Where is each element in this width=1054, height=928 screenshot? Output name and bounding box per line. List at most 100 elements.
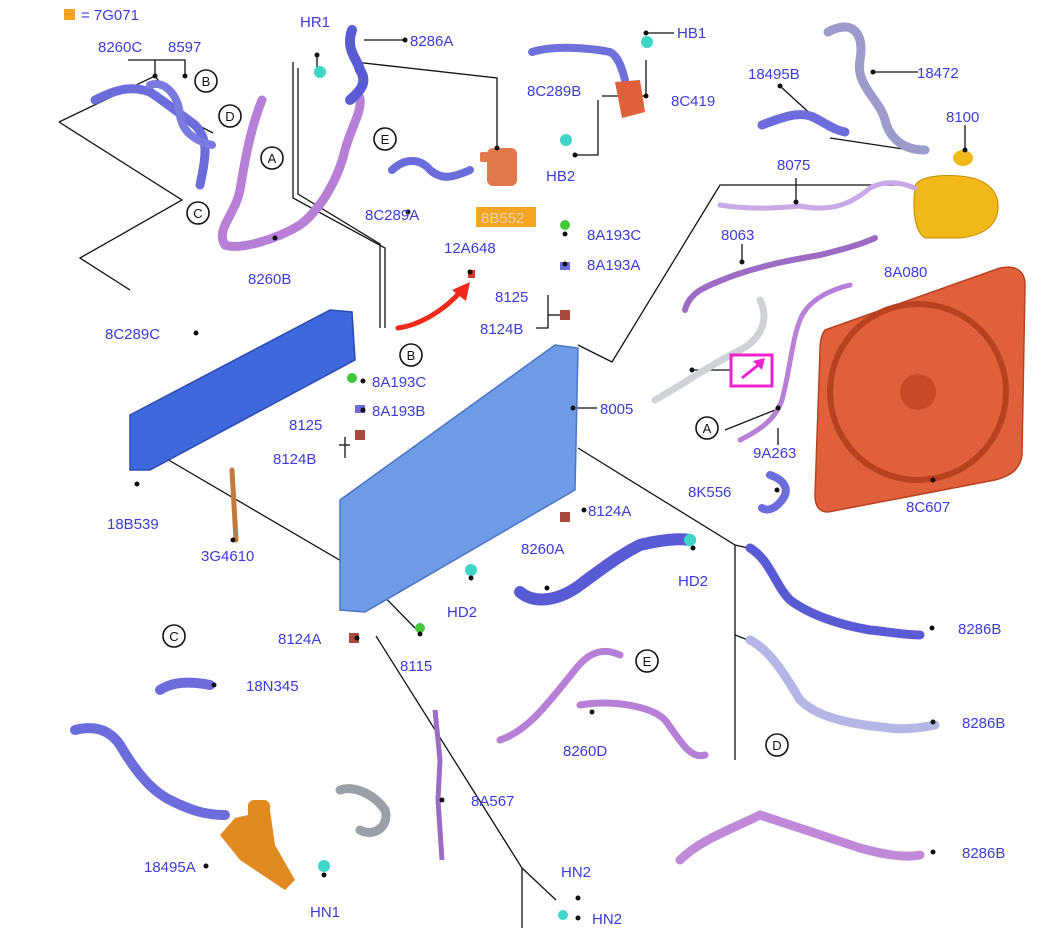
callout-B-top: B xyxy=(194,69,218,93)
part-hose-8286B-1 xyxy=(745,543,925,640)
part-3G4610 xyxy=(229,467,239,543)
label-8A193C-2: 8A193C xyxy=(372,374,426,391)
svg-text:C: C xyxy=(169,629,178,644)
label-8C289A: 8C289A xyxy=(365,207,419,224)
label-8260D: 8260D xyxy=(563,743,607,760)
label-8A193B: 8A193B xyxy=(372,403,425,420)
part-condenser xyxy=(129,309,356,471)
part-fan-shroud-8C607 xyxy=(814,266,1026,513)
label-18472: 18472 xyxy=(917,65,959,82)
label-8597: 8597 xyxy=(168,39,201,56)
label-8260A: 8260A xyxy=(521,541,564,558)
legend: = 7G071 xyxy=(64,7,139,24)
label-8063: 8063 xyxy=(721,227,754,244)
label-8286A: 8286A xyxy=(410,33,453,50)
label-HN2-1: HN2 xyxy=(561,864,591,881)
part-labels: 8260C 8597 HR1 8286A HB1 8C289B 8C419 HB… xyxy=(98,14,1005,928)
label-18B539: 18B539 xyxy=(107,516,159,533)
label-HD2-1: HD2 xyxy=(447,604,477,621)
callout-circles: B D A C E B A C E D xyxy=(162,69,789,757)
svg-text:B: B xyxy=(202,74,211,89)
label-HR1: HR1 xyxy=(300,14,330,31)
label-8K556: 8K556 xyxy=(688,484,731,501)
part-8C419 xyxy=(615,80,645,118)
red-arrow-icon xyxy=(395,282,470,331)
label-9A263: 9A263 xyxy=(753,445,796,462)
svg-text:D: D xyxy=(772,738,781,753)
part-hose-18N345 xyxy=(70,677,230,820)
part-8A567 xyxy=(335,709,445,861)
part-hose-9A263 xyxy=(737,282,853,443)
label-8124A-2: 8124A xyxy=(278,631,321,648)
part-18495A xyxy=(220,800,295,890)
part-hose-8C289A xyxy=(388,157,474,181)
part-hose-8260D xyxy=(496,647,709,760)
part-hose-8075 xyxy=(717,180,918,211)
svg-text:D: D xyxy=(225,109,234,124)
label-8A567: 8A567 xyxy=(471,793,514,810)
part-hose-8260B xyxy=(217,93,365,251)
label-8A193A: 8A193A xyxy=(587,257,640,274)
label-HN2-2: HN2 xyxy=(592,911,622,928)
svg-text:A: A xyxy=(703,421,712,436)
callout-A-mid: A xyxy=(695,416,719,440)
label-8286B-3: 8286B xyxy=(962,845,1005,862)
part-hose-8286B-3 xyxy=(675,810,925,865)
label-8286B-2: 8286B xyxy=(962,715,1005,732)
part-hose-8260A xyxy=(514,533,696,606)
part-hose-gray xyxy=(651,296,768,404)
label-8125-1: 8125 xyxy=(495,289,528,306)
label-8125-2: 8125 xyxy=(289,417,322,434)
label-8C289C: 8C289C xyxy=(105,326,160,343)
svg-text:E: E xyxy=(381,132,390,147)
clips xyxy=(314,36,696,920)
label-8C607: 8C607 xyxy=(906,499,950,516)
label-8A193C-1: 8A193C xyxy=(587,227,641,244)
leader-lines xyxy=(58,32,966,928)
legend-text: = 7G071 xyxy=(81,7,139,24)
label-18495A: 18495A xyxy=(144,859,196,876)
leader-dots xyxy=(134,30,968,921)
label-3G4610: 3G4610 xyxy=(201,548,254,565)
label-8C419: 8C419 xyxy=(671,93,715,110)
label-8260B: 8260B xyxy=(248,271,291,288)
label-8124A-1: 8124A xyxy=(588,503,631,520)
label-HD2-2: HD2 xyxy=(678,573,708,590)
part-hose-8260C xyxy=(90,80,216,190)
part-radiator xyxy=(339,344,579,613)
callout-E-bottom: E xyxy=(635,649,659,673)
label-8A080: 8A080 xyxy=(884,264,927,281)
svg-text:E: E xyxy=(643,654,652,669)
label-HB2: HB2 xyxy=(546,168,575,185)
label-8124B-1: 8124B xyxy=(480,321,523,338)
part-8A080-reservoir xyxy=(913,175,999,239)
label-8286B-1: 8286B xyxy=(958,621,1001,638)
highlight-8B552 xyxy=(476,207,536,227)
part-hose-18472 xyxy=(823,22,930,155)
label-8115: 8115 xyxy=(400,658,432,675)
legend-swatch xyxy=(64,9,75,20)
view-reference-box xyxy=(729,353,774,388)
part-hose-8C289B xyxy=(528,43,629,84)
label-12A648: 12A648 xyxy=(444,240,496,257)
svg-text:B: B xyxy=(407,348,416,363)
callout-B-mid: B xyxy=(399,343,423,367)
label-HN1: HN1 xyxy=(310,904,340,921)
callout-D-top: D xyxy=(218,104,242,128)
part-hose-8286B-2 xyxy=(745,635,940,734)
callout-A-top: A xyxy=(260,146,284,170)
label-18N345: 18N345 xyxy=(246,678,299,695)
part-18495B xyxy=(757,110,850,137)
svg-text:C: C xyxy=(193,206,202,221)
part-8100-cap xyxy=(953,150,973,166)
label-8005: 8005 xyxy=(600,401,633,418)
part-hose-8063 xyxy=(682,235,878,313)
callout-D-bottom: D xyxy=(765,733,789,757)
label-8075: 8075 xyxy=(777,157,810,174)
label-8B552: 8B552 xyxy=(481,210,524,227)
label-HB1: HB1 xyxy=(677,25,706,42)
callout-C-bottom: C xyxy=(162,624,186,648)
label-8124B-2: 8124B xyxy=(273,451,316,468)
svg-text:A: A xyxy=(268,151,277,166)
